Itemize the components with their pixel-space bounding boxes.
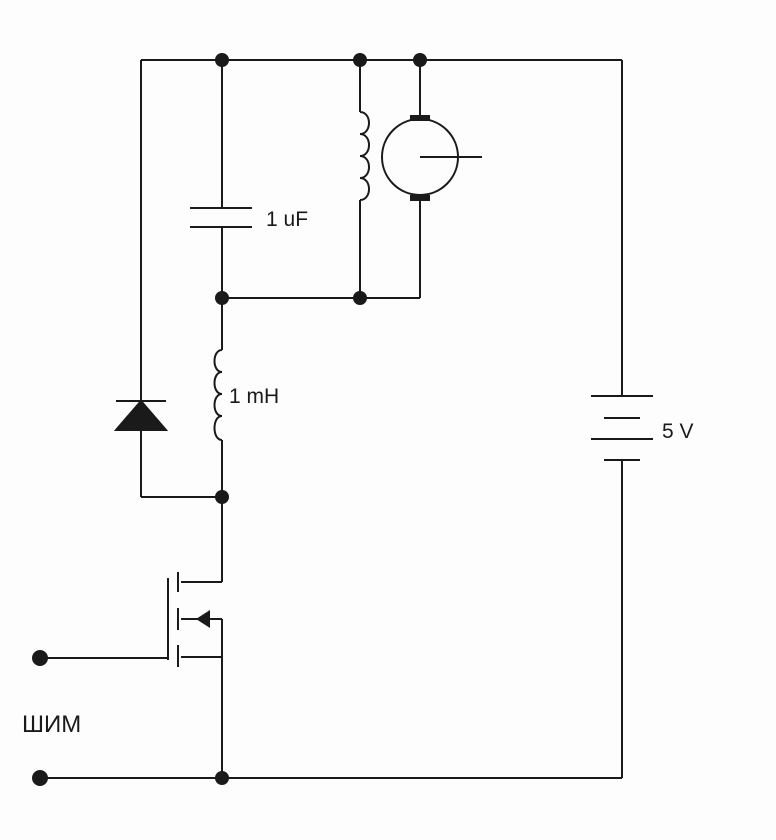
pwm-terminal-top — [32, 650, 48, 666]
pwm-terminal-bottom — [32, 770, 48, 786]
capacitor-icon — [190, 207, 252, 228]
pwm-input-label: ШИМ — [22, 711, 82, 738]
field-winding-icon — [359, 111, 370, 201]
diode-icon — [113, 399, 169, 431]
junction-dot — [353, 53, 367, 67]
battery-icon — [591, 395, 653, 461]
battery-label: 5 V — [662, 420, 694, 443]
junction-dot — [215, 490, 229, 504]
mosfet-icon — [167, 572, 223, 667]
junction-dot — [215, 771, 229, 785]
motor-icon — [381, 115, 482, 201]
inductor-icon — [213, 349, 223, 441]
input-terminals — [32, 650, 48, 786]
junction-dot — [215, 53, 229, 67]
junction-dot — [215, 291, 229, 305]
capacitor-label: 1 uF — [266, 208, 309, 231]
diode-branch-wire — [140, 60, 222, 498]
junction-dots — [215, 53, 427, 785]
inductor-label: 1 mH — [229, 385, 280, 408]
junction-dot — [353, 291, 367, 305]
junction-dot — [413, 53, 427, 67]
